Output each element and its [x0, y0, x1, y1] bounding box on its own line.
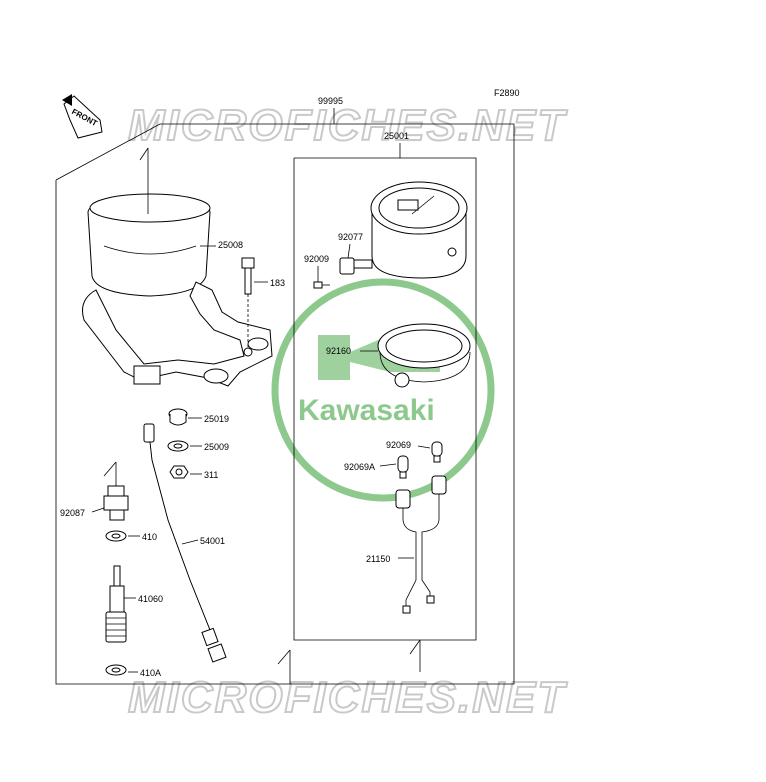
label-41060: 41060	[138, 594, 163, 604]
outer-frame	[55, 123, 515, 685]
wiring-harness-21150	[395, 475, 447, 614]
label-21150: 21150	[366, 554, 390, 564]
speedometer-25001	[370, 181, 468, 279]
gear-41060	[105, 565, 127, 643]
front-arrow-icon: FRONT	[62, 94, 103, 139]
label-92069: 92069	[386, 440, 411, 450]
label-410A: 410A	[140, 668, 161, 678]
label-25019: 25019	[204, 414, 229, 424]
label-410: 410	[142, 532, 157, 542]
watermark-bottom: MICROFICHES.NET	[128, 673, 567, 722]
label-183: 183	[270, 278, 285, 288]
washer-25009	[167, 440, 189, 452]
nut-311	[169, 465, 189, 479]
speedometer-cable-54001	[143, 423, 227, 663]
meter-cup-bracket	[82, 147, 273, 387]
inner-frame	[293, 157, 477, 641]
label-54001: 54001	[200, 536, 225, 546]
label-25001: 25001	[384, 131, 409, 141]
watermark-top: MICROFICHES.NET	[128, 101, 567, 150]
housing-92087	[103, 485, 129, 521]
label-92160: 92160	[326, 346, 351, 356]
ring-92160	[377, 323, 471, 388]
kawasaki-logo-text: Kawasaki	[298, 394, 435, 427]
grommet-25019	[168, 408, 188, 426]
label-25008: 25008	[218, 240, 243, 250]
label-92087: 92087	[60, 508, 85, 518]
washer-410	[105, 530, 127, 542]
bulb-92069A	[397, 455, 409, 479]
label-92077: 92077	[338, 232, 363, 242]
bulb-92069	[431, 441, 443, 463]
label-311: 311	[204, 470, 218, 480]
washer-410A	[105, 664, 127, 676]
label-92069A: 92069A	[344, 462, 375, 472]
label-92009: 92009	[304, 254, 329, 264]
label-99995: 99995	[318, 96, 343, 106]
screw-92009	[313, 281, 330, 289]
bulb-socket-92077	[339, 257, 373, 275]
figure-id: F2890	[494, 88, 520, 98]
label-25009: 25009	[204, 442, 229, 452]
bolt-183	[241, 257, 255, 357]
